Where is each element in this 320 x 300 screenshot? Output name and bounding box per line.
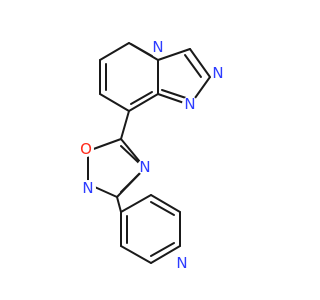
bond — [189, 48, 211, 78]
bridge-nitrogen-label: N — [152, 38, 163, 56]
bond — [130, 91, 153, 105]
atom-labels: N N N O N N N — [80, 38, 224, 272]
oxadiazole-oxygen-label: O — [80, 140, 92, 158]
molecule-canvas: N N N O N N N — [78, 38, 226, 272]
bond — [150, 245, 181, 264]
bond — [116, 196, 122, 213]
bond — [120, 171, 142, 193]
bond — [120, 145, 140, 164]
bond — [150, 194, 181, 213]
bond — [161, 89, 187, 99]
structure-diagram: N N N O N N N — [78, 38, 226, 272]
pyridine-nitrogen-label: N — [176, 254, 187, 272]
bond — [99, 42, 130, 61]
oxadiazole-left-nitrogen-label: N — [82, 179, 93, 197]
bond — [99, 93, 130, 112]
bond — [157, 48, 191, 61]
bond — [120, 194, 152, 213]
bond — [130, 43, 153, 57]
bond — [120, 110, 130, 140]
bond — [150, 242, 175, 257]
atom-label-backgrounds — [78, 39, 226, 271]
bond — [120, 245, 152, 264]
bond — [128, 93, 159, 112]
bond — [184, 54, 202, 78]
triazole-bottom-nitrogen-label: N — [184, 95, 195, 113]
oxadiazole-right-nitrogen-label: N — [139, 158, 150, 176]
triazole-top-nitrogen-label: N — [212, 64, 223, 82]
bond-layer — [87, 42, 211, 264]
bond — [150, 201, 175, 216]
